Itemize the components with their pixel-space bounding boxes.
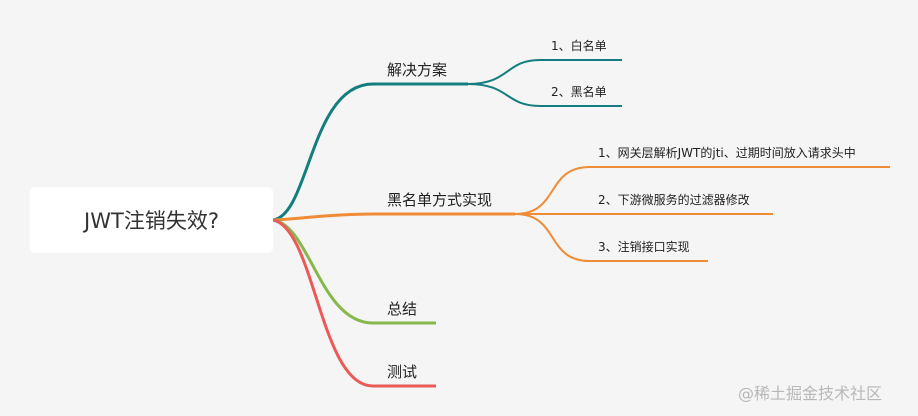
- leaf-filter-modify[interactable]: 2、下游微服务的过滤器修改: [598, 193, 750, 207]
- leaf-logout-api[interactable]: 3、注销接口实现: [598, 240, 690, 254]
- branch-solution[interactable]: 解决方案: [387, 61, 448, 79]
- edge-root-to-solution: [272, 82, 374, 222]
- watermark: @稀土掘金技术社区: [738, 384, 883, 403]
- edge-root-to-blacklist-impl: [272, 212, 374, 222]
- edge-root-to-test: [272, 218, 374, 388]
- leaf-gateway-parse[interactable]: 1、网关层解析JWT的jti、过期时间放入请求头中: [598, 146, 856, 160]
- root-node-label: JWT注销失效?: [84, 209, 219, 233]
- root-node[interactable]: JWT注销失效?: [30, 187, 273, 253]
- edge-impl-to-logout: [514, 213, 591, 262]
- edge-root-to-summary: [272, 218, 374, 325]
- branch-blacklist-impl[interactable]: 黑名单方式实现: [387, 191, 493, 209]
- edge-impl-to-gateway: [514, 166, 591, 215]
- branch-summary[interactable]: 总结: [387, 300, 418, 318]
- edge-solution-to-blacklist: [467, 83, 541, 107]
- edge-solution-to-whitelist: [467, 59, 541, 85]
- leaf-blacklist[interactable]: 2、黑名单: [551, 85, 607, 99]
- branch-test[interactable]: 测试: [387, 363, 418, 381]
- leaf-whitelist[interactable]: 1、白名单: [551, 39, 607, 53]
